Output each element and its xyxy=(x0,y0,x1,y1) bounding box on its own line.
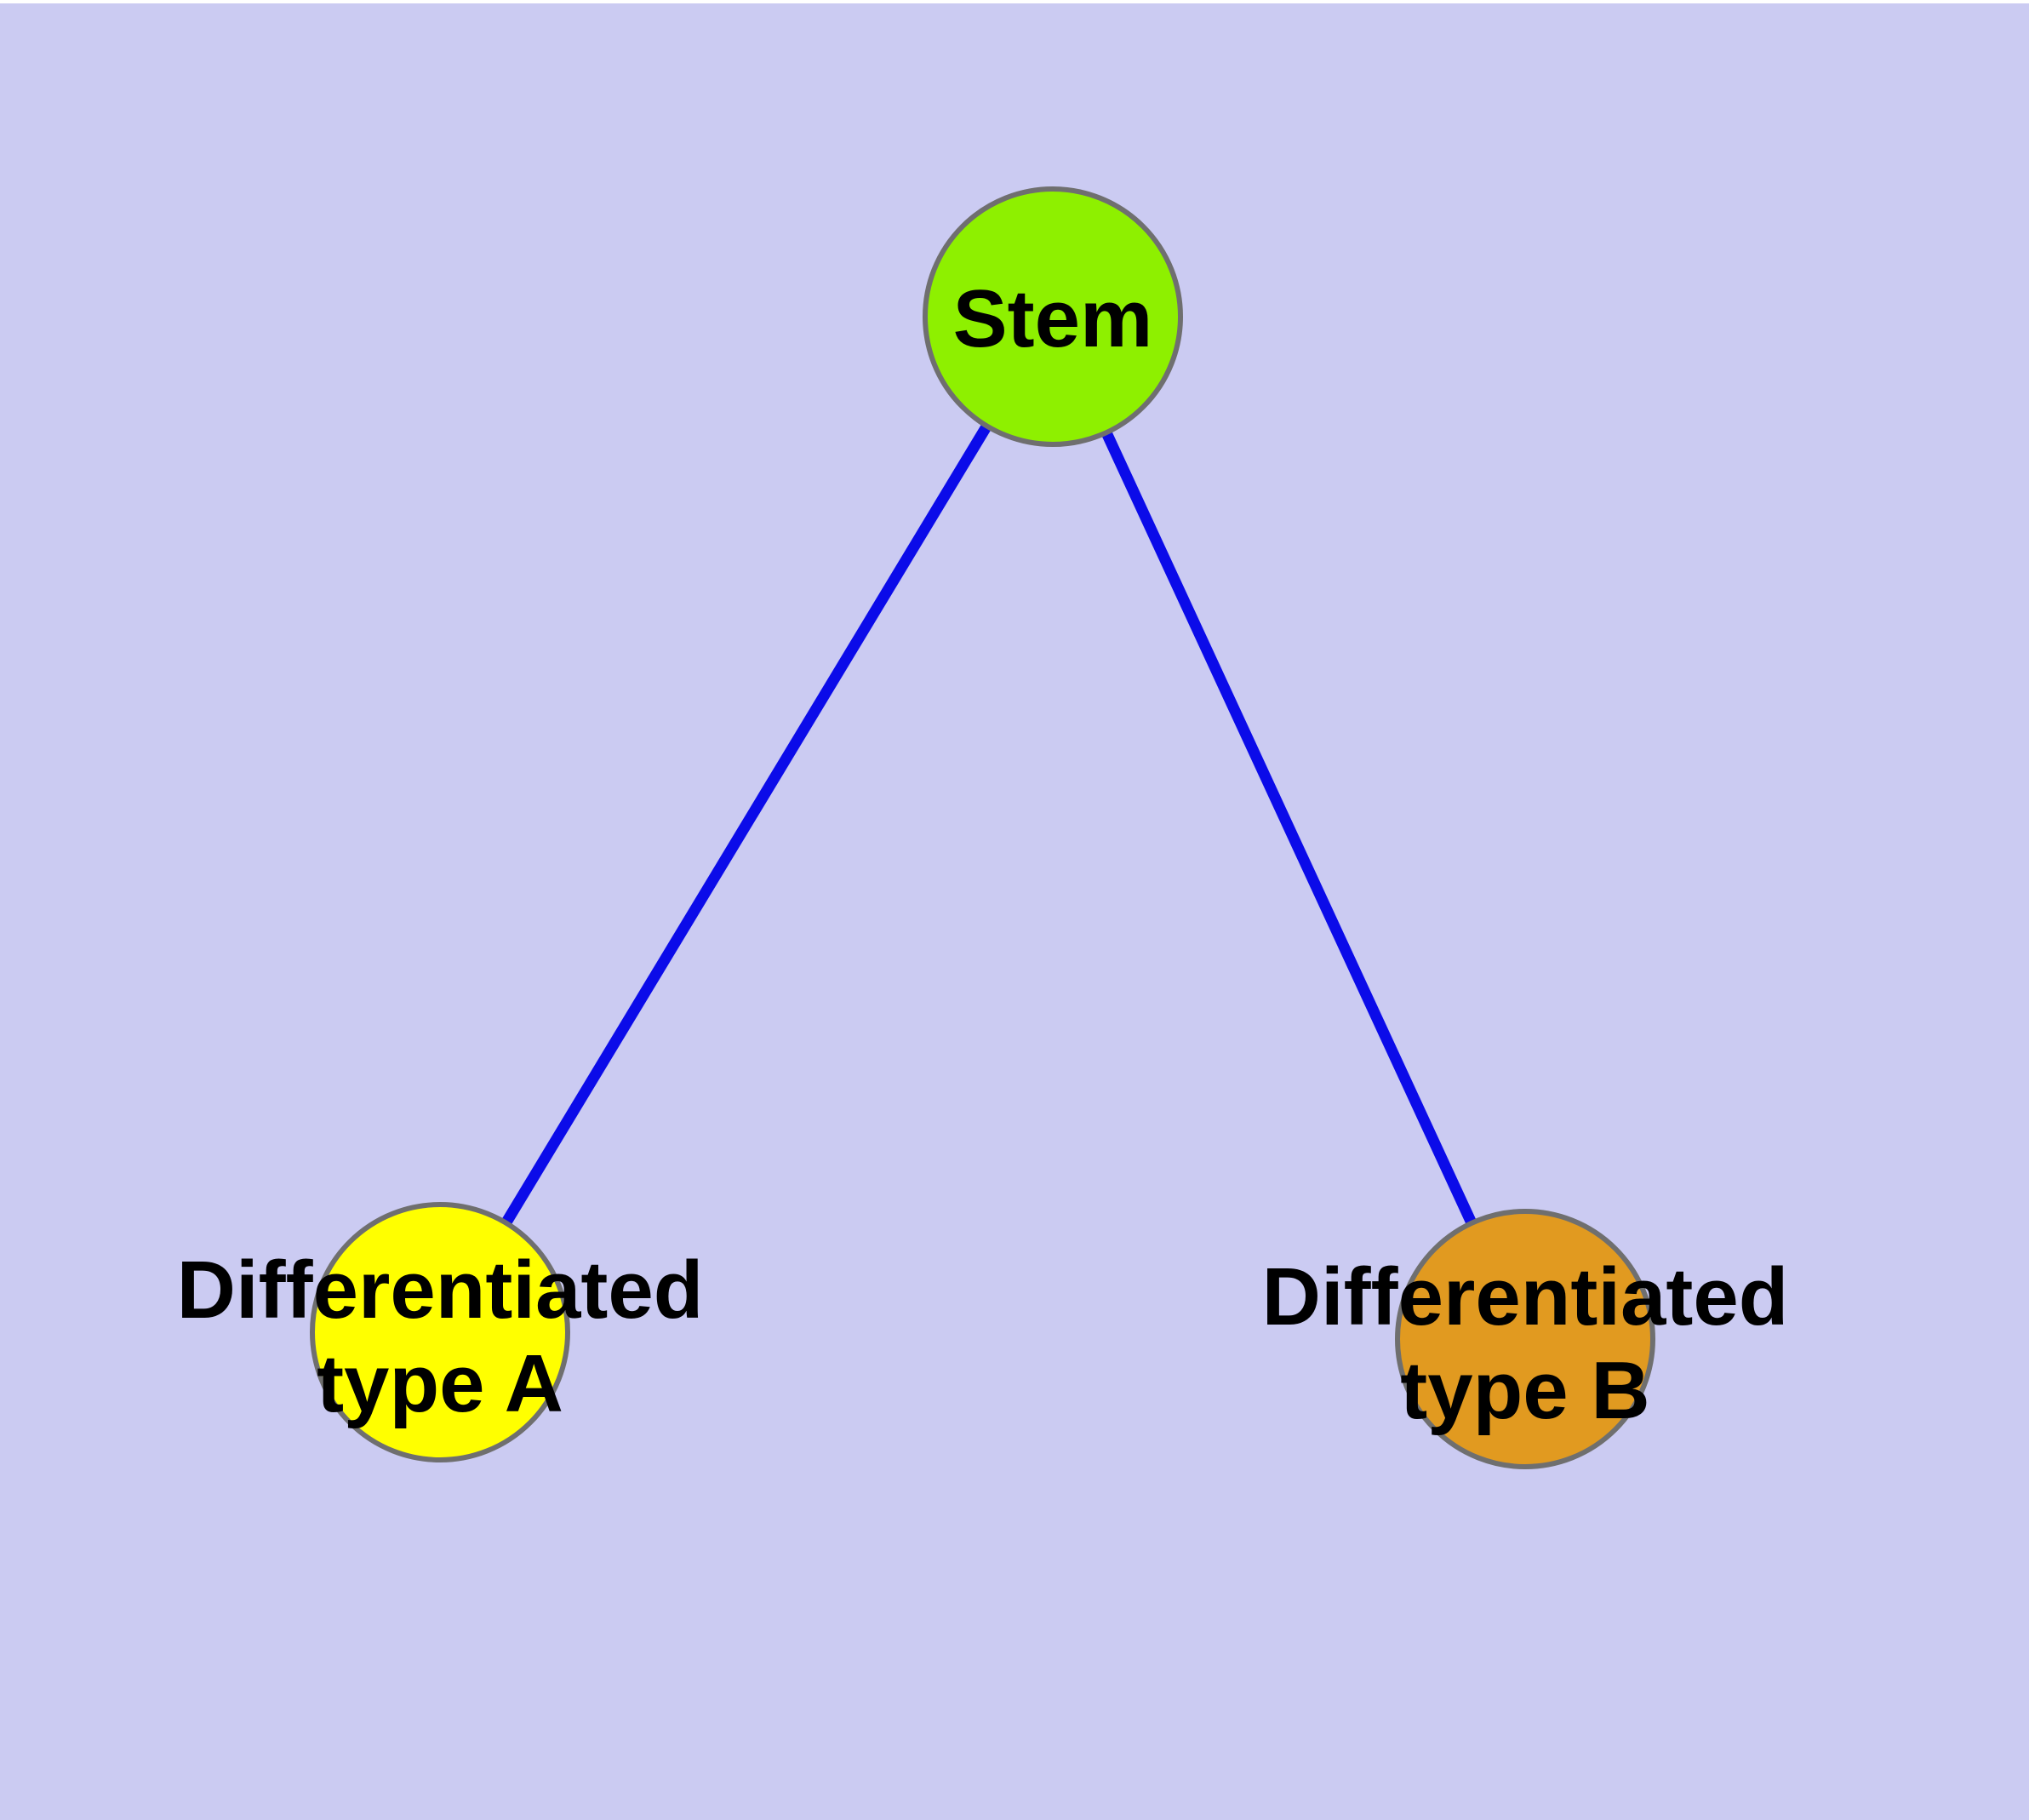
node-label-line: type A xyxy=(317,1338,563,1429)
node-circle-differentiated-type-a xyxy=(310,1202,570,1462)
edges-layer xyxy=(435,313,1530,1342)
node-label-line: Differentiated xyxy=(1262,1251,1789,1342)
node-label-stem: Stem xyxy=(953,273,1153,364)
node-stem: Stem xyxy=(923,186,1183,447)
node-circle-stem xyxy=(923,186,1183,447)
node-label-line: type B xyxy=(1400,1345,1649,1436)
node-circle-differentiated-type-b xyxy=(1395,1209,1655,1469)
edge-stem-to-differentiated-type-b xyxy=(1048,314,1530,1342)
node-label-line: Stem xyxy=(953,273,1153,364)
edge-stem-to-differentiated-type-a xyxy=(435,313,1058,1336)
node-label-line: Differentiated xyxy=(177,1245,704,1336)
